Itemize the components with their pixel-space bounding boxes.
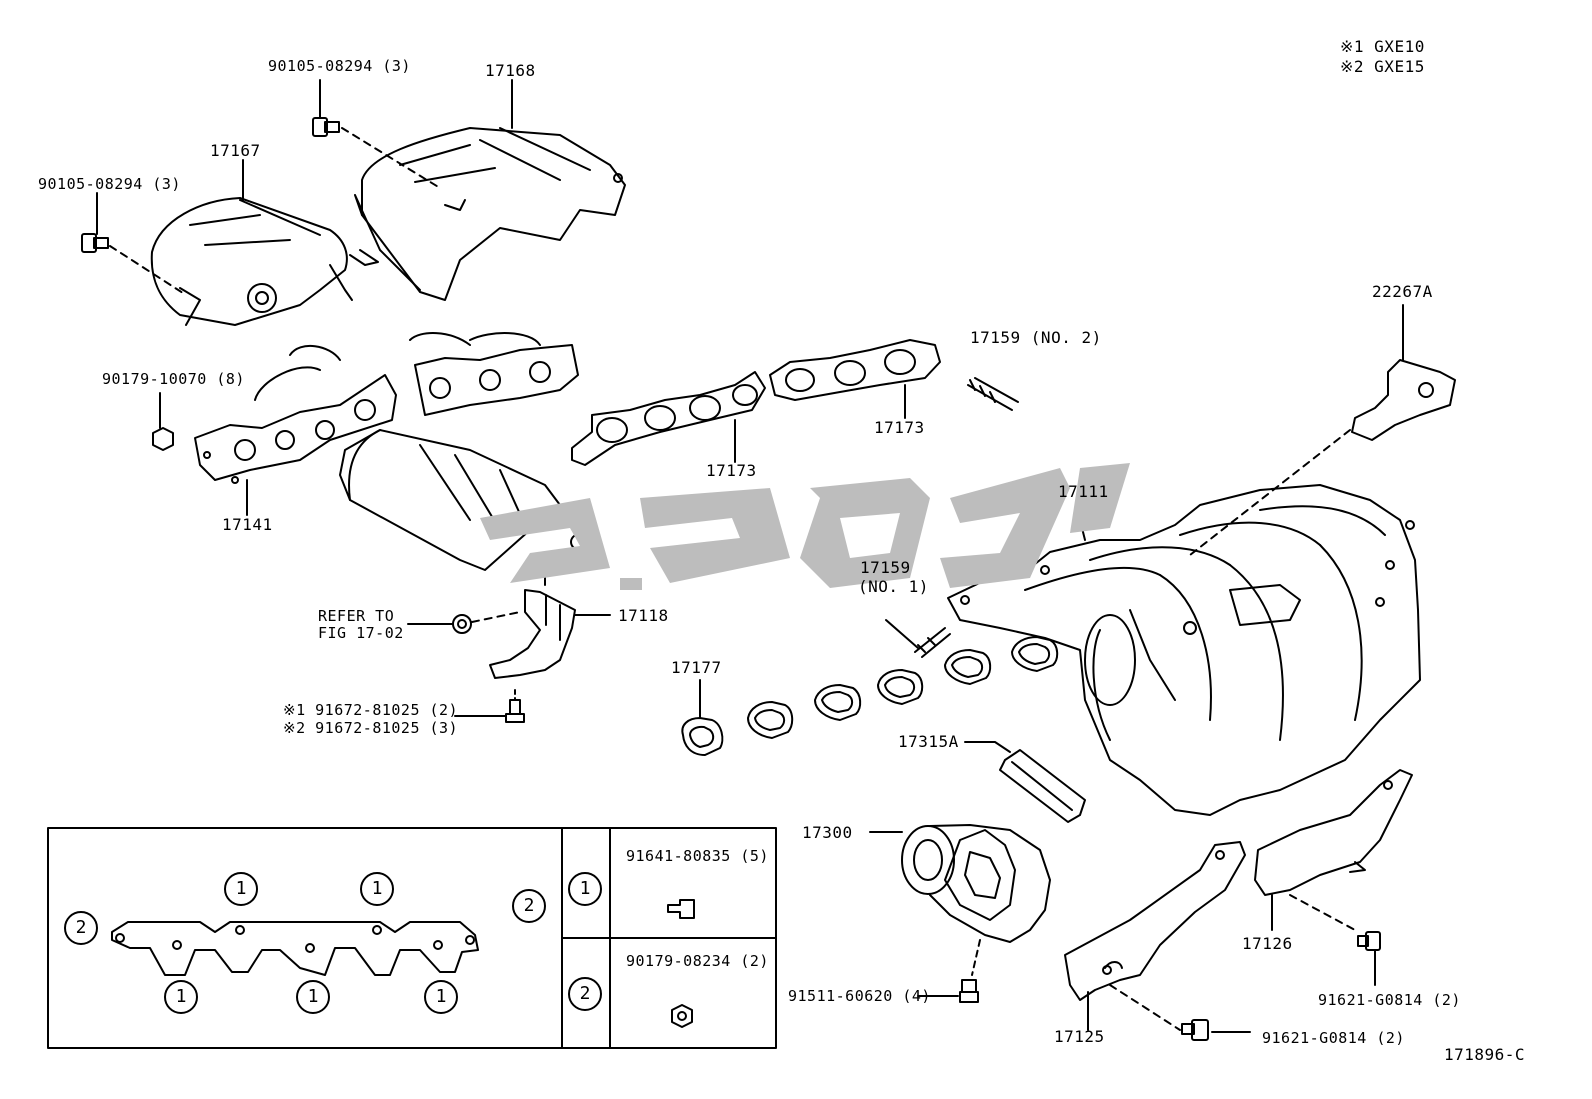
label-91621-a: 91621-G0814 (2) xyxy=(1318,991,1461,1009)
label-17177: 17177 xyxy=(671,658,722,677)
bracket-22267A xyxy=(1189,304,1456,556)
nut-90179-10070 xyxy=(152,392,174,451)
legend-variant1: ※1 GXE10 xyxy=(1340,37,1425,56)
label-91511-60620: 91511-60620 (4) xyxy=(788,987,931,1005)
label-17173-right: 17173 xyxy=(874,418,925,437)
heat-insulator-17168 xyxy=(354,127,626,301)
label-refer-line2: FIG 17-02 xyxy=(318,624,404,642)
bolt-90105-left xyxy=(81,192,187,296)
leader-covers xyxy=(242,79,513,201)
inset-marker-2-right: 2 xyxy=(512,889,546,923)
inset-part-90179: 90179-08234 (2) xyxy=(626,952,769,970)
insulator-17126 xyxy=(1254,769,1413,931)
label-bolt-variant1: ※1 91672-81025 (2) xyxy=(283,701,459,719)
figure-code: 171896-C xyxy=(1444,1045,1526,1064)
gasket-17173-left xyxy=(571,371,766,466)
inset-table-marker-1: 1 xyxy=(568,872,602,906)
label-17159-no1-tag: (NO. 1) xyxy=(858,577,929,596)
intake-manifold-17111 xyxy=(947,484,1421,816)
stud-17159-no2 xyxy=(967,377,1019,411)
bolt-91672-81025 xyxy=(454,689,525,723)
label-17159-no2: 17159 (NO. 2) xyxy=(970,328,1102,347)
label-17315A: 17315A xyxy=(898,732,959,751)
inset-part-91641: 91641-80835 (5) xyxy=(626,847,769,865)
label-17141: 17141 xyxy=(222,515,273,534)
label-22267A: 22267A xyxy=(1372,282,1433,301)
label-17125: 17125 xyxy=(1054,1027,1105,1046)
label-17167: 17167 xyxy=(210,141,261,160)
watermark-logo xyxy=(480,463,1130,590)
inset-marker-1-e: 1 xyxy=(424,980,458,1014)
heat-insulator-17167 xyxy=(150,197,379,326)
inset-marker-1-d: 1 xyxy=(296,980,330,1014)
gasket-17173-right xyxy=(769,339,941,419)
inset-marker-2-left: 2 xyxy=(64,911,98,945)
throttle-body-17300 xyxy=(869,824,1051,1003)
label-17111: 17111 xyxy=(1058,482,1109,501)
label-17159-no1: 17159 xyxy=(860,558,911,577)
label-17126: 17126 xyxy=(1242,934,1293,953)
label-90105-top: 90105-08294 (3) xyxy=(268,57,411,75)
label-90105-left: 90105-08294 (3) xyxy=(38,175,181,193)
inset-marker-1-b: 1 xyxy=(360,872,394,906)
gasket-17177-set xyxy=(681,636,1059,756)
legend-variant2: ※2 GXE15 xyxy=(1340,57,1425,76)
stud-17159-no1 xyxy=(885,619,951,658)
label-17168: 17168 xyxy=(485,61,536,80)
label-17173-left: 17173 xyxy=(706,461,757,480)
label-bolt-variant2: ※2 91672-81025 (3) xyxy=(283,719,459,737)
inset-marker-1-a: 1 xyxy=(224,872,258,906)
label-17300: 17300 xyxy=(802,823,853,842)
label-refer-line1: REFER TO xyxy=(318,607,395,625)
bolt-91621-a xyxy=(1357,931,1381,986)
gasket-17315A xyxy=(964,741,1086,823)
label-90179-10070: 90179-10070 (8) xyxy=(102,370,245,388)
inset-table-marker-2: 2 xyxy=(568,977,602,1011)
insulator-17125 xyxy=(1064,841,1246,1031)
bolt-91621-b xyxy=(1181,1019,1251,1041)
inset-table xyxy=(47,827,777,1049)
inset-marker-1-c: 1 xyxy=(164,980,198,1014)
label-17118: 17118 xyxy=(618,606,669,625)
bolt-90105-top xyxy=(312,79,441,189)
label-91621-b: 91621-G0814 (2) xyxy=(1262,1029,1405,1047)
